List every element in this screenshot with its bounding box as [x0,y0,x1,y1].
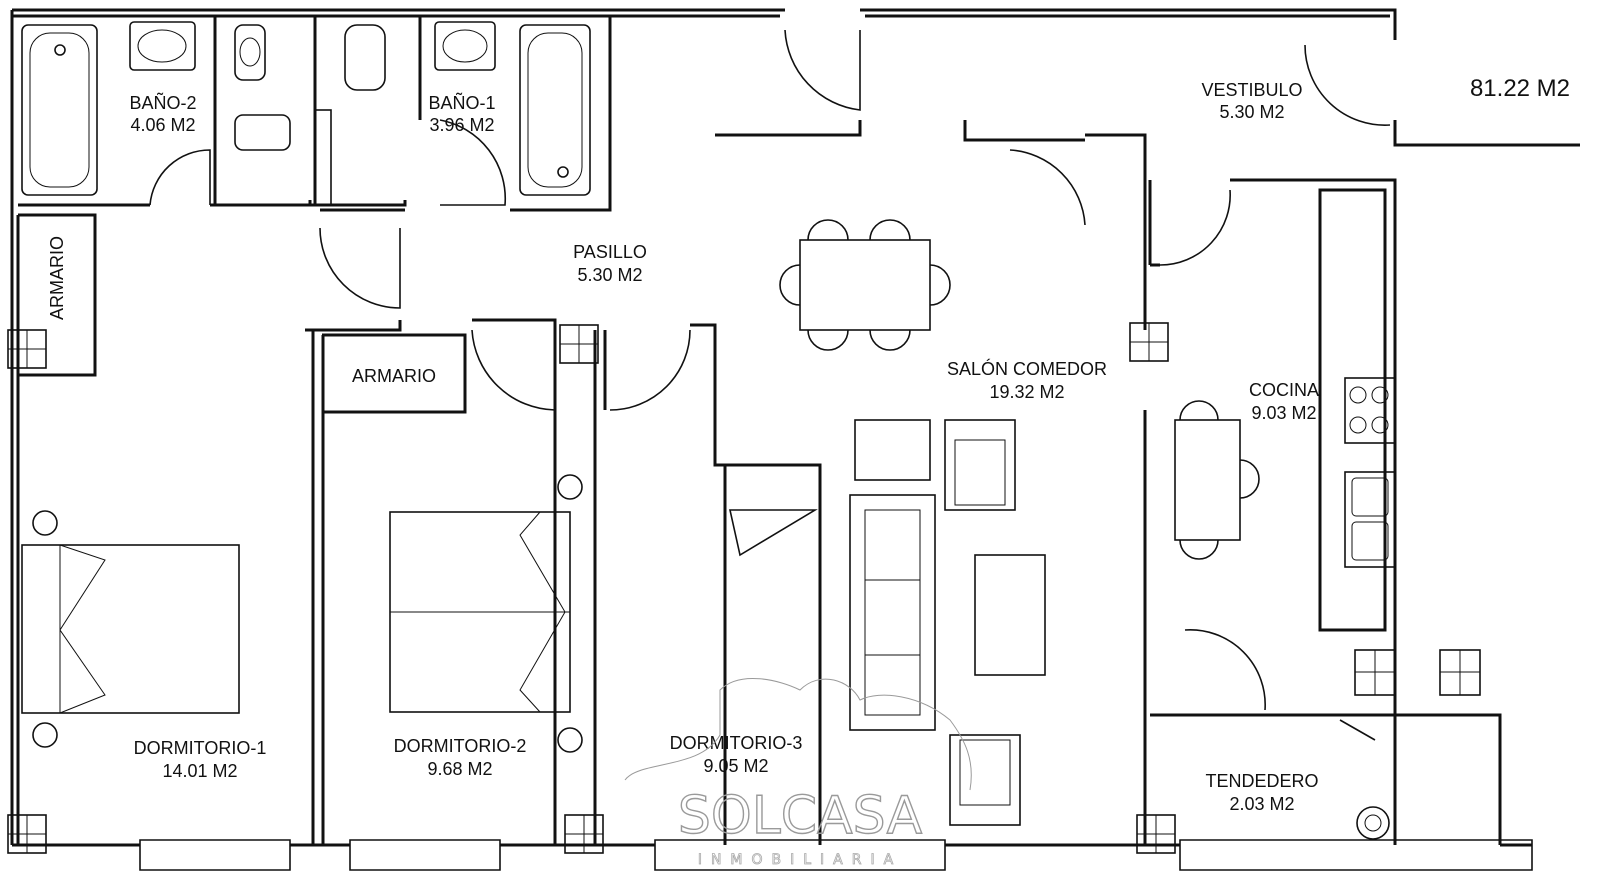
room-dorm2-name: DORMITORIO-2 [394,736,527,756]
room-dorm3-name: DORMITORIO-3 [670,733,803,753]
watermark-brand: SOLCASA [678,786,923,846]
room-dorm2-area: 9.68 M2 [427,759,492,779]
room-tendedero-name: TENDEDERO [1205,771,1318,791]
room-bano1-area: 3.96 M2 [429,115,494,135]
room-vestibulo-area: 5.30 M2 [1219,102,1284,122]
room-dorm3-area: 9.05 M2 [703,756,768,776]
room-pasillo-name: PASILLO [573,242,647,262]
room-cocina-name: COCINA [1249,380,1319,400]
walls [10,8,1580,871]
bathroom-fixtures [21,21,591,206]
room-salon-name: SALÓN COMEDOR [947,358,1107,379]
room-dorm1-area: 14.01 M2 [162,761,237,781]
room-cocina-area: 9.03 M2 [1251,403,1316,423]
room-pasillo-area: 5.30 M2 [577,265,642,285]
room-dorm1-name: DORMITORIO-1 [134,738,267,758]
solcasa-watermark: SOLCASA INMOBILIARIA [624,677,972,868]
total-area: 81.22 M2 [1470,75,1570,102]
room-bano2-name: BAÑO-2 [129,92,196,113]
watermark-tagline: INMOBILIARIA [698,852,902,868]
doors [149,29,1391,741]
armario-label-1: ARMARIO [47,236,67,320]
room-bano1-name: BAÑO-1 [428,92,495,113]
room-salon-area: 19.32 M2 [989,382,1064,402]
room-tendedero-area: 2.03 M2 [1229,794,1294,814]
furniture [21,219,1481,840]
room-bano2-area: 4.06 M2 [130,115,195,135]
armario-label-2: ARMARIO [352,366,436,386]
room-vestibulo-name: VESTIBULO [1201,80,1302,100]
shafts [7,322,1176,854]
